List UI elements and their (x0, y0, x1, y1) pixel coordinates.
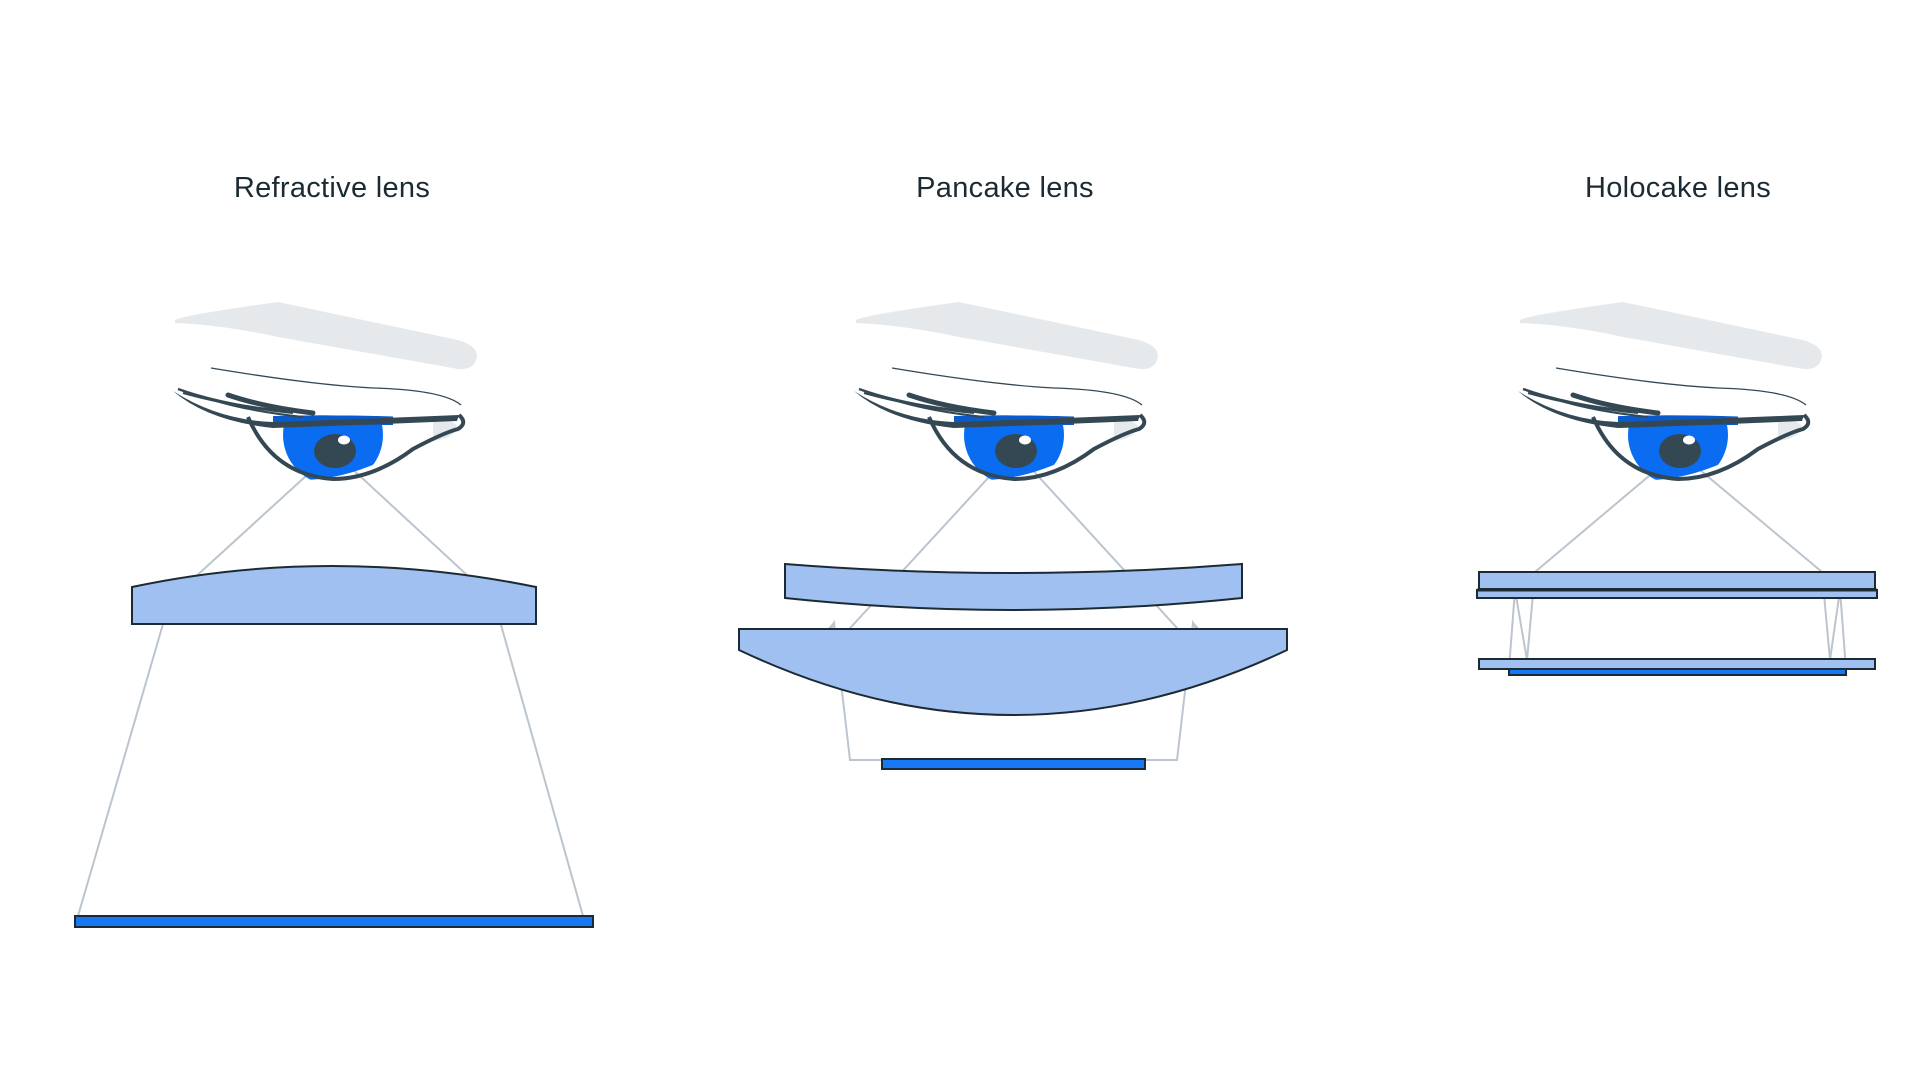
display-panel (74, 915, 594, 928)
display-panel (881, 758, 1146, 770)
holocake-lens-diagram (1476, 302, 1878, 676)
pancake-lens-lower (738, 628, 1288, 716)
pancake-lens-diagram (738, 302, 1288, 770)
pancake-lens-upper (784, 562, 1243, 611)
title-pancake-lens: Pancake lens (916, 172, 1094, 204)
holocake-hologram-plate (1478, 658, 1876, 670)
refractive-lens (131, 565, 537, 625)
eye-icon (173, 302, 477, 485)
holocake-lens-plate (1478, 571, 1876, 590)
title-holocake-lens: Holocake lens (1584, 172, 1772, 204)
eye-icon (1518, 302, 1822, 485)
light-rays (1508, 464, 1847, 670)
display-panel (1508, 668, 1847, 676)
eye-icon (854, 302, 1158, 485)
title-refractive-lens: Refractive lens (233, 172, 431, 204)
refractive-lens-diagram (74, 302, 594, 928)
light-rays (77, 464, 584, 917)
